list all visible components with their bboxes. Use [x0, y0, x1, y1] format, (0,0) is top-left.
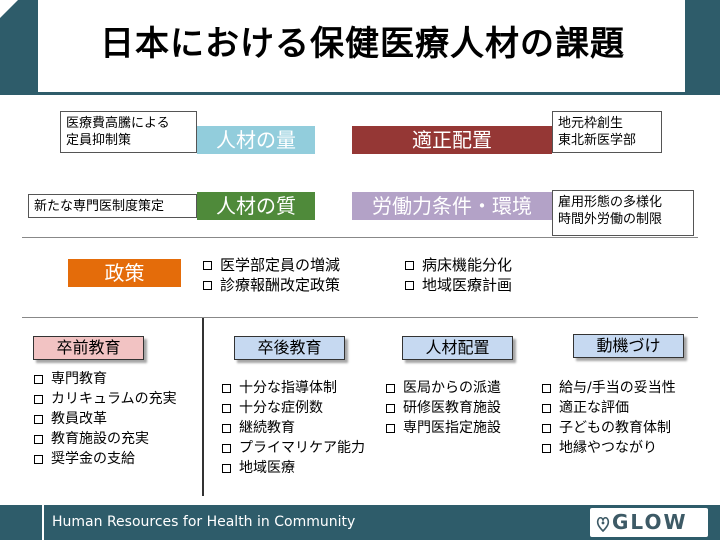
note-cost-box: 医療費高騰による 定員抑制策 [60, 111, 197, 153]
issue-quantity: 人材の量 [197, 126, 315, 154]
policy-list-left: 医学部定員の増減 診療報酬改定政策 [203, 255, 340, 295]
checkbox-icon [542, 443, 551, 453]
list-item: 研修医教育施設 [386, 398, 501, 418]
heart-lock-icon [596, 516, 610, 532]
checkbox-icon [222, 383, 231, 393]
header-notch [0, 0, 18, 18]
list-item: 地縁やつながり [542, 438, 676, 458]
list-item: 給与/手当の妥当性 [542, 378, 676, 398]
list-item: 診療報酬改定政策 [203, 275, 340, 295]
divider-middle [22, 317, 698, 318]
note-labor-line2: 時間外労働の制限 [558, 212, 663, 227]
list-item: 十分な指導体制 [222, 378, 365, 398]
logo-box [590, 508, 708, 537]
list-allocation: 医局からの派遣 研修医教育施設 専門医指定施設 [386, 378, 501, 438]
divider-vertical [202, 318, 204, 496]
checkbox-icon [386, 383, 395, 393]
note-local-line1: 地元枠創生 [558, 116, 624, 131]
list-pre-education: 専門教育 カリキュラムの充実 教員改革 教育施設の充実 奨学金の支給 [34, 369, 177, 469]
list-item: 奨学金の支給 [34, 449, 177, 469]
list-item: 十分な症例数 [222, 398, 365, 418]
issue-allocation: 適正配置 [352, 126, 552, 154]
divider-top [22, 237, 698, 238]
list-item: カリキュラムの充実 [34, 389, 177, 409]
checkbox-icon [542, 403, 551, 413]
checkbox-icon [542, 423, 551, 433]
category-pre-education: 卒前教育 [33, 336, 144, 360]
category-motivation: 動機づけ [573, 334, 684, 358]
checkbox-icon [34, 434, 43, 444]
footer-text: Human Resources for Health in Community [52, 514, 356, 530]
title-rule [0, 92, 720, 95]
checkbox-icon [386, 403, 395, 413]
footer-accent [0, 505, 44, 540]
list-item: 教員改革 [34, 409, 177, 429]
list-post-education: 十分な指導体制 十分な症例数 継続教育 プライマリケア能力 地域医療 [222, 378, 365, 478]
list-item: 病床機能分化 [405, 255, 512, 275]
note-specialist-box: 新たな専門医制度策定 [28, 194, 197, 218]
logo-text: GLOW [612, 510, 688, 534]
slide-title: 日本における保健医療人材の課題 [100, 24, 625, 64]
checkbox-icon [405, 260, 414, 270]
category-allocation: 人材配置 [402, 336, 513, 360]
list-item: 専門医指定施設 [386, 418, 501, 438]
header-accent-right [685, 0, 720, 92]
checkbox-icon [222, 403, 231, 413]
checkbox-icon [34, 374, 43, 384]
note-local-box: 地元枠創生 東北新医学部 [552, 111, 662, 153]
note-cost-line2: 定員抑制策 [66, 133, 132, 148]
checkbox-icon [222, 443, 231, 453]
list-motivation: 給与/手当の妥当性 適正な評価 子どもの教育体制 地縁やつながり [542, 378, 676, 458]
checkbox-icon [405, 280, 414, 290]
checkbox-icon [34, 394, 43, 404]
checkbox-icon [542, 383, 551, 393]
list-item: 医局からの派遣 [386, 378, 501, 398]
issue-labor: 労働力条件・環境 [352, 192, 552, 220]
list-item: 地域医療 [222, 458, 365, 478]
category-post-education: 卒後教育 [234, 336, 345, 360]
list-item: 医学部定員の増減 [203, 255, 340, 275]
note-cost-line1: 医療費高騰による [66, 116, 170, 131]
issue-quality: 人材の質 [197, 192, 315, 220]
note-specialist-text: 新たな専門医制度策定 [34, 199, 165, 214]
note-local-line2: 東北新医学部 [558, 133, 637, 148]
checkbox-icon [386, 423, 395, 433]
list-item: プライマリケア能力 [222, 438, 365, 458]
list-item: 専門教育 [34, 369, 177, 389]
note-labor-line1: 雇用形態の多様化 [558, 195, 663, 210]
checkbox-icon [222, 423, 231, 433]
checkbox-icon [34, 414, 43, 424]
checkbox-icon [203, 260, 212, 270]
policy-list-right: 病床機能分化 地域医療計画 [405, 255, 512, 295]
checkbox-icon [34, 454, 43, 464]
checkbox-icon [222, 463, 231, 473]
list-item: 子どもの教育体制 [542, 418, 676, 438]
list-item: 地域医療計画 [405, 275, 512, 295]
note-labor-box: 雇用形態の多様化 時間外労働の制限 [552, 190, 694, 236]
list-item: 教育施設の充実 [34, 429, 177, 449]
list-item: 適正な評価 [542, 398, 676, 418]
checkbox-icon [203, 280, 212, 290]
policy-label: 政策 [68, 259, 181, 287]
list-item: 継続教育 [222, 418, 365, 438]
